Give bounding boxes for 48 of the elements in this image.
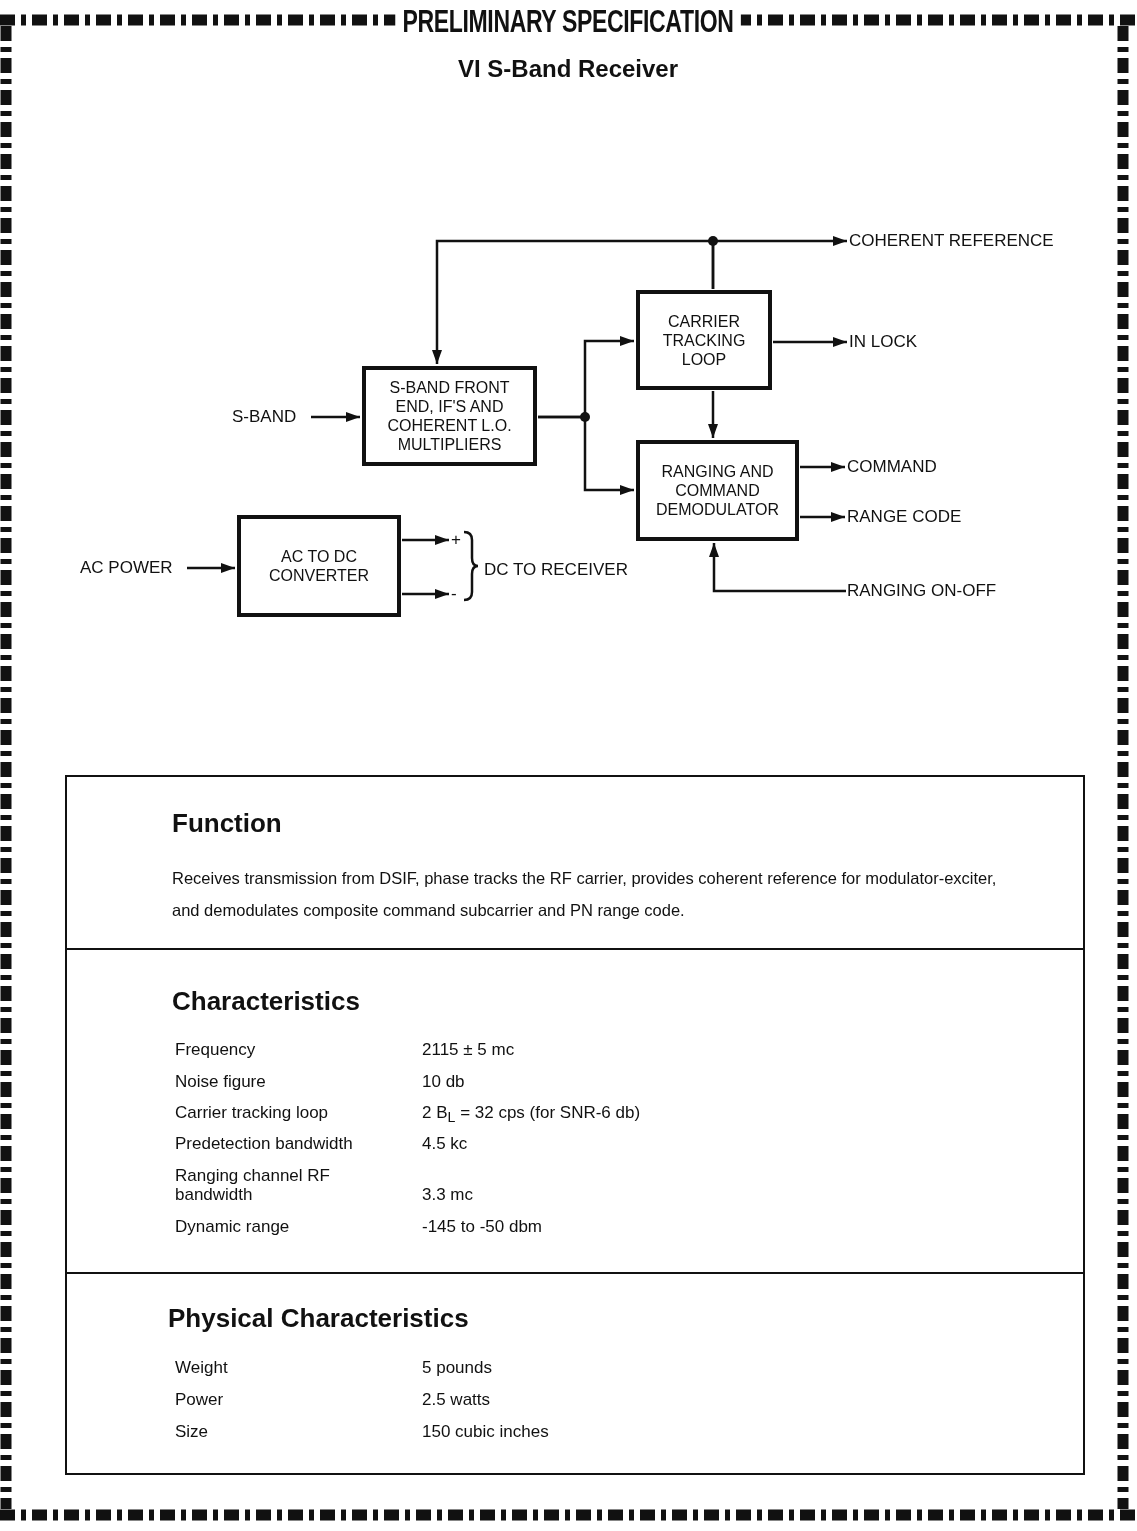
arrow bbox=[311, 412, 360, 422]
signal-label: AC POWER bbox=[80, 557, 186, 579]
arrow bbox=[402, 535, 449, 545]
signal-label: IN LOCK bbox=[849, 331, 941, 353]
signal-label: COHERENT REFERENCE bbox=[849, 230, 1071, 252]
table-text: 3.3 mc bbox=[422, 1185, 474, 1205]
section-heading: Physical Characteristics bbox=[168, 1303, 469, 1333]
table-text: Predetection bandwidth bbox=[175, 1134, 353, 1154]
subtitle: VI S-Band Receiver bbox=[457, 54, 679, 84]
table-text: Power bbox=[175, 1390, 224, 1410]
arrow bbox=[187, 563, 235, 573]
table-text: 10 db bbox=[422, 1072, 465, 1092]
arrow bbox=[773, 337, 847, 347]
table-text: Dynamic range bbox=[175, 1217, 290, 1237]
table-text: 2.5 watts bbox=[422, 1390, 491, 1410]
paragraph: Receives transmission from DSIF, phase tracks the RF carrier, provides coherent reference for modulator-exciter, and demodulates composite command subcarrier and PN range code. bbox=[172, 868, 998, 921]
block-box: RANGING AND COMMAND DEMODULATOR bbox=[636, 440, 799, 541]
block-box: AC TO DC CONVERTER bbox=[237, 515, 401, 617]
table-text: -145 to -50 dbm bbox=[422, 1217, 542, 1237]
table-text: Ranging channel RF bandwidth bbox=[175, 1166, 331, 1204]
arrow bbox=[402, 589, 449, 599]
arrow bbox=[800, 462, 845, 472]
arrow bbox=[709, 543, 846, 593]
block-box: CARRIER TRACKING LOOP bbox=[636, 290, 772, 390]
table-text: 2 B$_{L}$ = 32 cps (for SNR-6 db) bbox=[422, 1103, 641, 1128]
table-text: 5 pounds bbox=[422, 1358, 492, 1378]
table-text: Weight bbox=[175, 1358, 228, 1378]
block-box: S-BAND FRONT END, IF'S AND COHERENT L.O. MULTIPLIERS bbox=[362, 366, 537, 466]
arrow bbox=[800, 512, 845, 522]
table-text: Carrier tracking loop bbox=[175, 1103, 329, 1123]
arrow bbox=[708, 391, 718, 438]
table-text: Noise figure bbox=[175, 1072, 266, 1092]
signal-label: COMMAND bbox=[847, 456, 962, 478]
table-text: 4.5 kc bbox=[422, 1134, 468, 1154]
signal-label: - bbox=[451, 583, 464, 605]
section-heading: Function bbox=[172, 808, 282, 838]
table-text: 2115 ± 5 mc bbox=[422, 1040, 515, 1060]
table-text: Frequency bbox=[175, 1040, 256, 1060]
signal-label: S-BAND bbox=[232, 406, 310, 428]
signal-label: + bbox=[451, 529, 464, 551]
signal-label: RANGE CODE bbox=[847, 506, 987, 528]
section-heading: Characteristics bbox=[172, 986, 360, 1016]
table-text: Size bbox=[175, 1422, 209, 1442]
arrow bbox=[432, 239, 715, 364]
signal-label: RANGING ON-OFF bbox=[847, 580, 1047, 602]
table-text: 150 cubic inches bbox=[422, 1422, 549, 1442]
signal-label: DC TO RECEIVER bbox=[484, 559, 649, 581]
arrow bbox=[538, 415, 634, 495]
